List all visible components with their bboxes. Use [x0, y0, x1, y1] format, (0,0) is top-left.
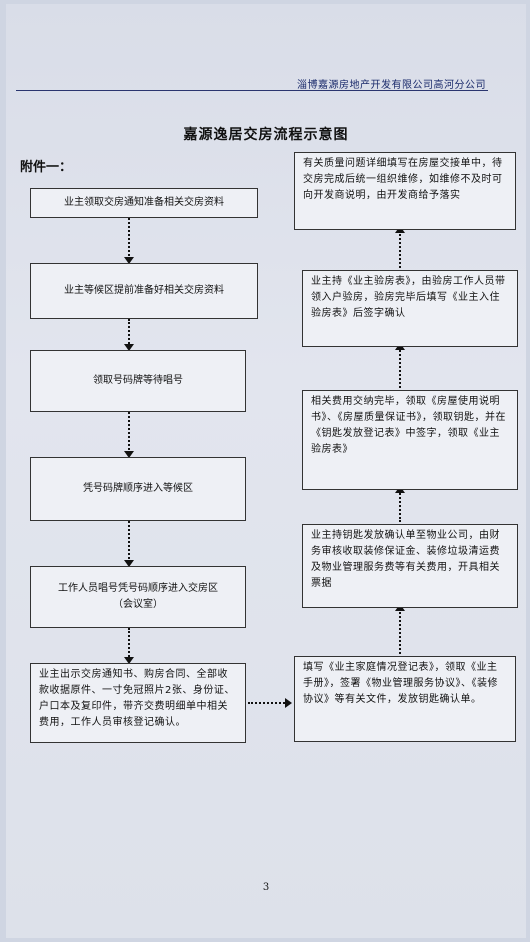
step-left-1: 业主领取交房通知准备相关交房资料 — [30, 188, 258, 218]
attachment-label: 附件一： — [20, 160, 73, 175]
step-right-3: 相关费用交纳完毕，领取《房屋使用说明书》、《房屋质量保证书》，领取钥匙，并在《钥… — [302, 390, 518, 490]
step-left-4: 凭号码牌顺序进入等候区 — [30, 457, 246, 521]
step-right-4: 业主持《业主验房表》，由验房工作人员带领入户验房，验房完毕后填写《业主入住验房表… — [302, 270, 518, 347]
step-left-3: 领取号码牌等待唱号 — [30, 350, 246, 412]
arrow-right — [248, 698, 292, 708]
step-right-5: 有关质量问题详细填写在房屋交接单中，待交房完成后统一组织维修，如维修不及时可向开… — [294, 152, 516, 230]
arrow-down-5 — [124, 628, 134, 664]
step-left-5: 工作人员唱号凭号码顺序进入交房区（会议室） — [30, 566, 246, 628]
arrow-up-2 — [395, 486, 405, 522]
company-header: 淄博嘉源房地产开发有限公司高河分公司 — [297, 80, 486, 91]
arrow-down-4 — [124, 521, 134, 567]
arrow-down-1 — [124, 218, 134, 264]
arrow-down-3 — [124, 412, 134, 458]
step-left-6: 业主出示交房通知书、购房合同、全部收款收据原件、一寸免冠照片2张、身份证、户口本… — [30, 663, 246, 743]
page-number: 3 — [262, 882, 270, 893]
step-right-2: 业主持钥匙发放确认单至物业公司，由财务审核收取装修保证金、装修垃圾清运费及物业管… — [302, 524, 518, 608]
page-title: 嘉源逸居交房流程示意图 — [183, 127, 349, 143]
document-page: 淄博嘉源房地产开发有限公司高河分公司 嘉源逸居交房流程示意图 附件一： 业主领取… — [6, 4, 526, 938]
arrow-up-3 — [395, 343, 405, 388]
step-left-2: 业主等候区提前准备好相关交房资料 — [30, 263, 258, 319]
arrow-up-4 — [395, 226, 405, 268]
arrow-down-2 — [124, 319, 134, 351]
step-right-1: 填写《业主家庭情况登记表》，领取《业主手册》，签署《物业管理服务协议》、《装修协… — [294, 656, 516, 742]
arrow-up-1 — [395, 604, 405, 654]
header-divider — [16, 90, 488, 91]
